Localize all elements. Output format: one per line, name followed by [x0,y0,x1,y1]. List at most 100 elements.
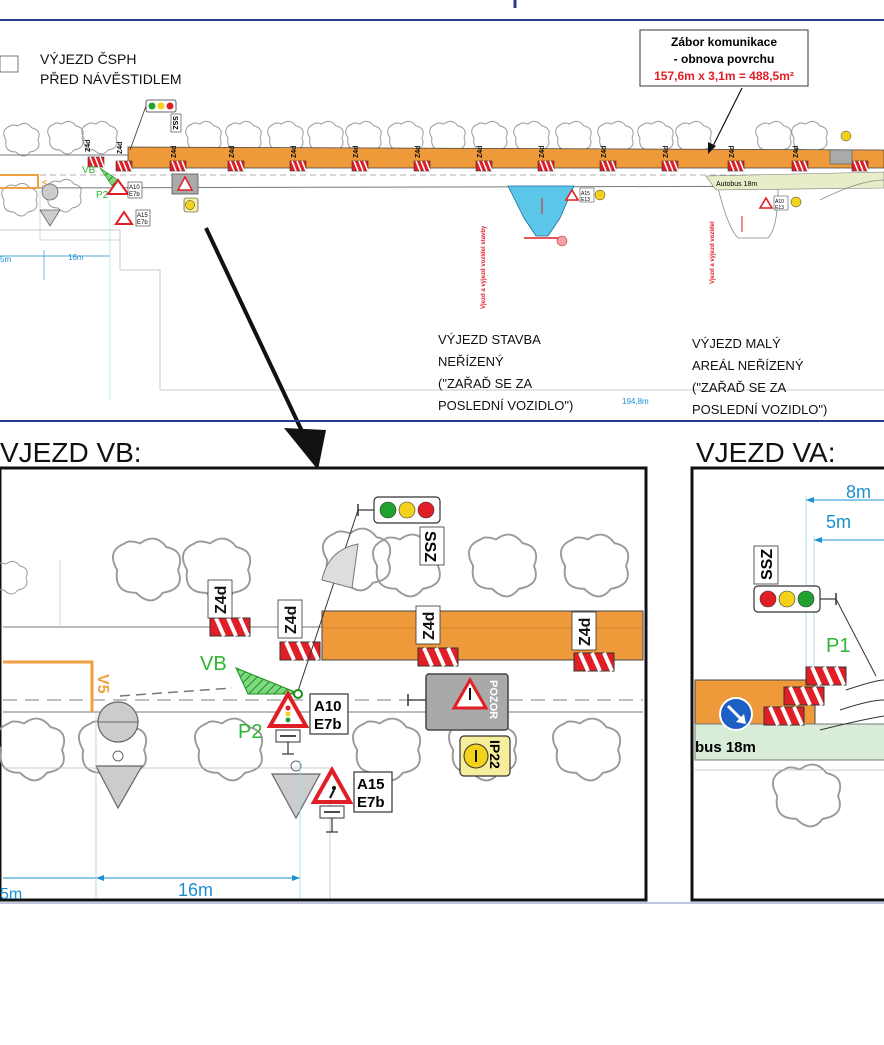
svg-text:A15: A15 [357,776,385,793]
vjezd-vozidel-label: Vjezd a výjezd vozidel [710,221,716,284]
detail-a10-plate [309,693,349,735]
dist-5m-top: 5m [0,255,11,264]
svg-text:Z4d: Z4d [117,142,124,154]
va-bus-label: bus 18m [695,739,756,756]
svg-text:AREÁL NEŘÍZENÝ: AREÁL NEŘÍZENÝ [692,358,804,373]
svg-text:Z4d: Z4d [477,146,484,158]
zabor-subtitle: - obnova povrchu [674,52,775,66]
pozor-sign-right [829,149,853,165]
zabor-area: 157,6m x 3,1m = 488,5m² [654,69,794,83]
svg-text:Z4d: Z4d [171,146,178,158]
detail-dist-5m: 5m [0,886,22,903]
exit-stavba-text: VÝJEZD STAVBA NEŘÍZENÝ ("ZAŘAĎ SE ZA POS… [438,332,573,413]
detail-dist-16m: 16m [178,880,213,900]
svg-text:Z4d: Z4d [353,146,360,158]
zoom-arrow-head [284,428,326,470]
vb-label-top: VB [82,165,96,176]
exit-csph-line2: PŘED NÁVĚSTIDLEM [40,71,182,87]
detail-vb-heading: VJEZD VB: [0,437,142,468]
ip22-right [790,196,802,208]
svg-text:Z4d: Z4d [729,146,736,158]
top-plan: VÝJEZD ČSPH PŘED NÁVĚSTIDLEM V5 [0,29,884,470]
svg-text:("ZAŘAĎ SE ZA: ("ZAŘAĎ SE ZA [692,380,787,395]
svg-text:Z4d: Z4d [415,146,422,158]
a10-plate-top [127,181,143,199]
detail-pozor-text: POZOR [487,680,499,719]
dist-16m-top: 16m [68,253,84,262]
svg-text:Z4d: Z4d [229,146,236,158]
p2-label-top: P2 [96,190,109,201]
svg-text:SSZ: SSZ [171,116,178,130]
a15-plate-top [135,209,151,227]
svg-text:NEŘÍZENÝ: NEŘÍZENÝ [438,354,504,369]
a10-sign-mid [758,196,774,209]
vjezd-stavby-label: Vjezd a výjezd vozidel stavby [481,225,487,309]
legend-box [0,55,19,73]
detail-z4d-label-2: Z4d [283,606,300,634]
svg-text:A10: A10 [775,199,784,205]
detail-z4d-marker-3 [416,646,460,668]
svg-text:VÝJEZD STAVBA: VÝJEZD STAVBA [438,332,541,347]
svg-text:POSLEDNÍ VOZIDLO"): POSLEDNÍ VOZIDLO") [438,398,573,413]
va-bus-bay [694,723,884,761]
svg-text:Z4d: Z4d [663,146,670,158]
construction-entry-area [507,185,575,237]
va-dist-8m: 8m [846,482,871,502]
small-area-entry [717,187,779,239]
v5-label: V5 [40,180,47,189]
svg-text:E7b: E7b [137,220,148,226]
detail-give-way-triangle-2 [270,773,322,820]
a15-sign-mid [564,188,580,201]
svg-text:E7b: E7b [129,192,140,198]
driveway-line [39,190,120,241]
detail-v5-marking [3,660,94,712]
detail-z4d-label-3: Z4d [421,612,438,640]
svg-text:E13: E13 [581,197,590,203]
detail-vb-content: V5 Z4d Z4d Z4d Z4d SSZ [0,496,644,903]
detail-z4d-marker-2 [278,640,322,662]
svg-text:Z4d: Z4d [793,146,800,158]
detail-ip22-label: IP22 [487,740,503,769]
va-ssz-label: SSZ [759,549,776,580]
traffic-light-top: SSZ [129,99,182,151]
svg-text:A15: A15 [581,191,590,197]
svg-text:E7b: E7b [314,716,342,733]
detail-mirror [321,543,359,589]
svg-text:VÝJEZD MALÝ: VÝJEZD MALÝ [692,336,781,351]
entry-marker-1 [556,235,568,247]
detail-v5-label: V5 [94,674,111,694]
give-way-triangle-top [39,209,61,227]
a15-sign-top [114,210,134,225]
give-way-disc-top [41,183,59,201]
v5-marking [0,174,39,189]
detail-vb-frame [0,466,648,902]
detail-traffic-light: SSZ [296,496,445,695]
svg-text:E13: E13 [775,205,784,211]
svg-text:E7b: E7b [357,794,385,811]
svg-text:A10: A10 [314,698,342,715]
va-p1-label: P1 [826,635,850,657]
svg-text:A10: A10 [129,185,140,191]
zabor-leader [711,87,743,149]
va-dist-5m: 5m [826,512,851,532]
detail-a15-plate [353,771,393,813]
ip22-mid [594,189,606,201]
exit-maly-text: VÝJEZD MALÝ AREÁL NEŘÍZENÝ ("ZAŘAĎ SE ZA… [692,336,827,417]
svg-text:Z4d: Z4d [539,146,546,158]
detail-z4d-label-4: Z4d [577,618,594,646]
svg-text:("ZAŘAĎ SE ZA: ("ZAŘAĎ SE ZA [438,376,533,391]
detail-vb-zone [235,667,301,695]
bus-label-top: Autobus 18m [716,181,757,188]
zabor-callout-box [639,29,809,87]
svg-text:Z4d: Z4d [601,146,608,158]
dist-194m: 194,8m [622,397,649,406]
detail-z4d-label-1: Z4d [213,586,230,614]
exit-csph-line1: VÝJEZD ČSPH [40,51,136,67]
z4d-labels-top: Z4d Z4d Z4d Z4d Z4d Z4d Z4d Z4d Z4d Z4d … [85,140,800,158]
svg-text:Z4d: Z4d [85,140,92,152]
zabor-title: Zábor komunikace [671,35,777,49]
detail-va-content: 8m 5m SSZ P1 bus 18m [694,482,884,828]
svg-text:POSLEDNÍ VOZIDLO"): POSLEDNÍ VOZIDLO") [692,402,827,417]
detail-a15-sign [310,765,354,804]
